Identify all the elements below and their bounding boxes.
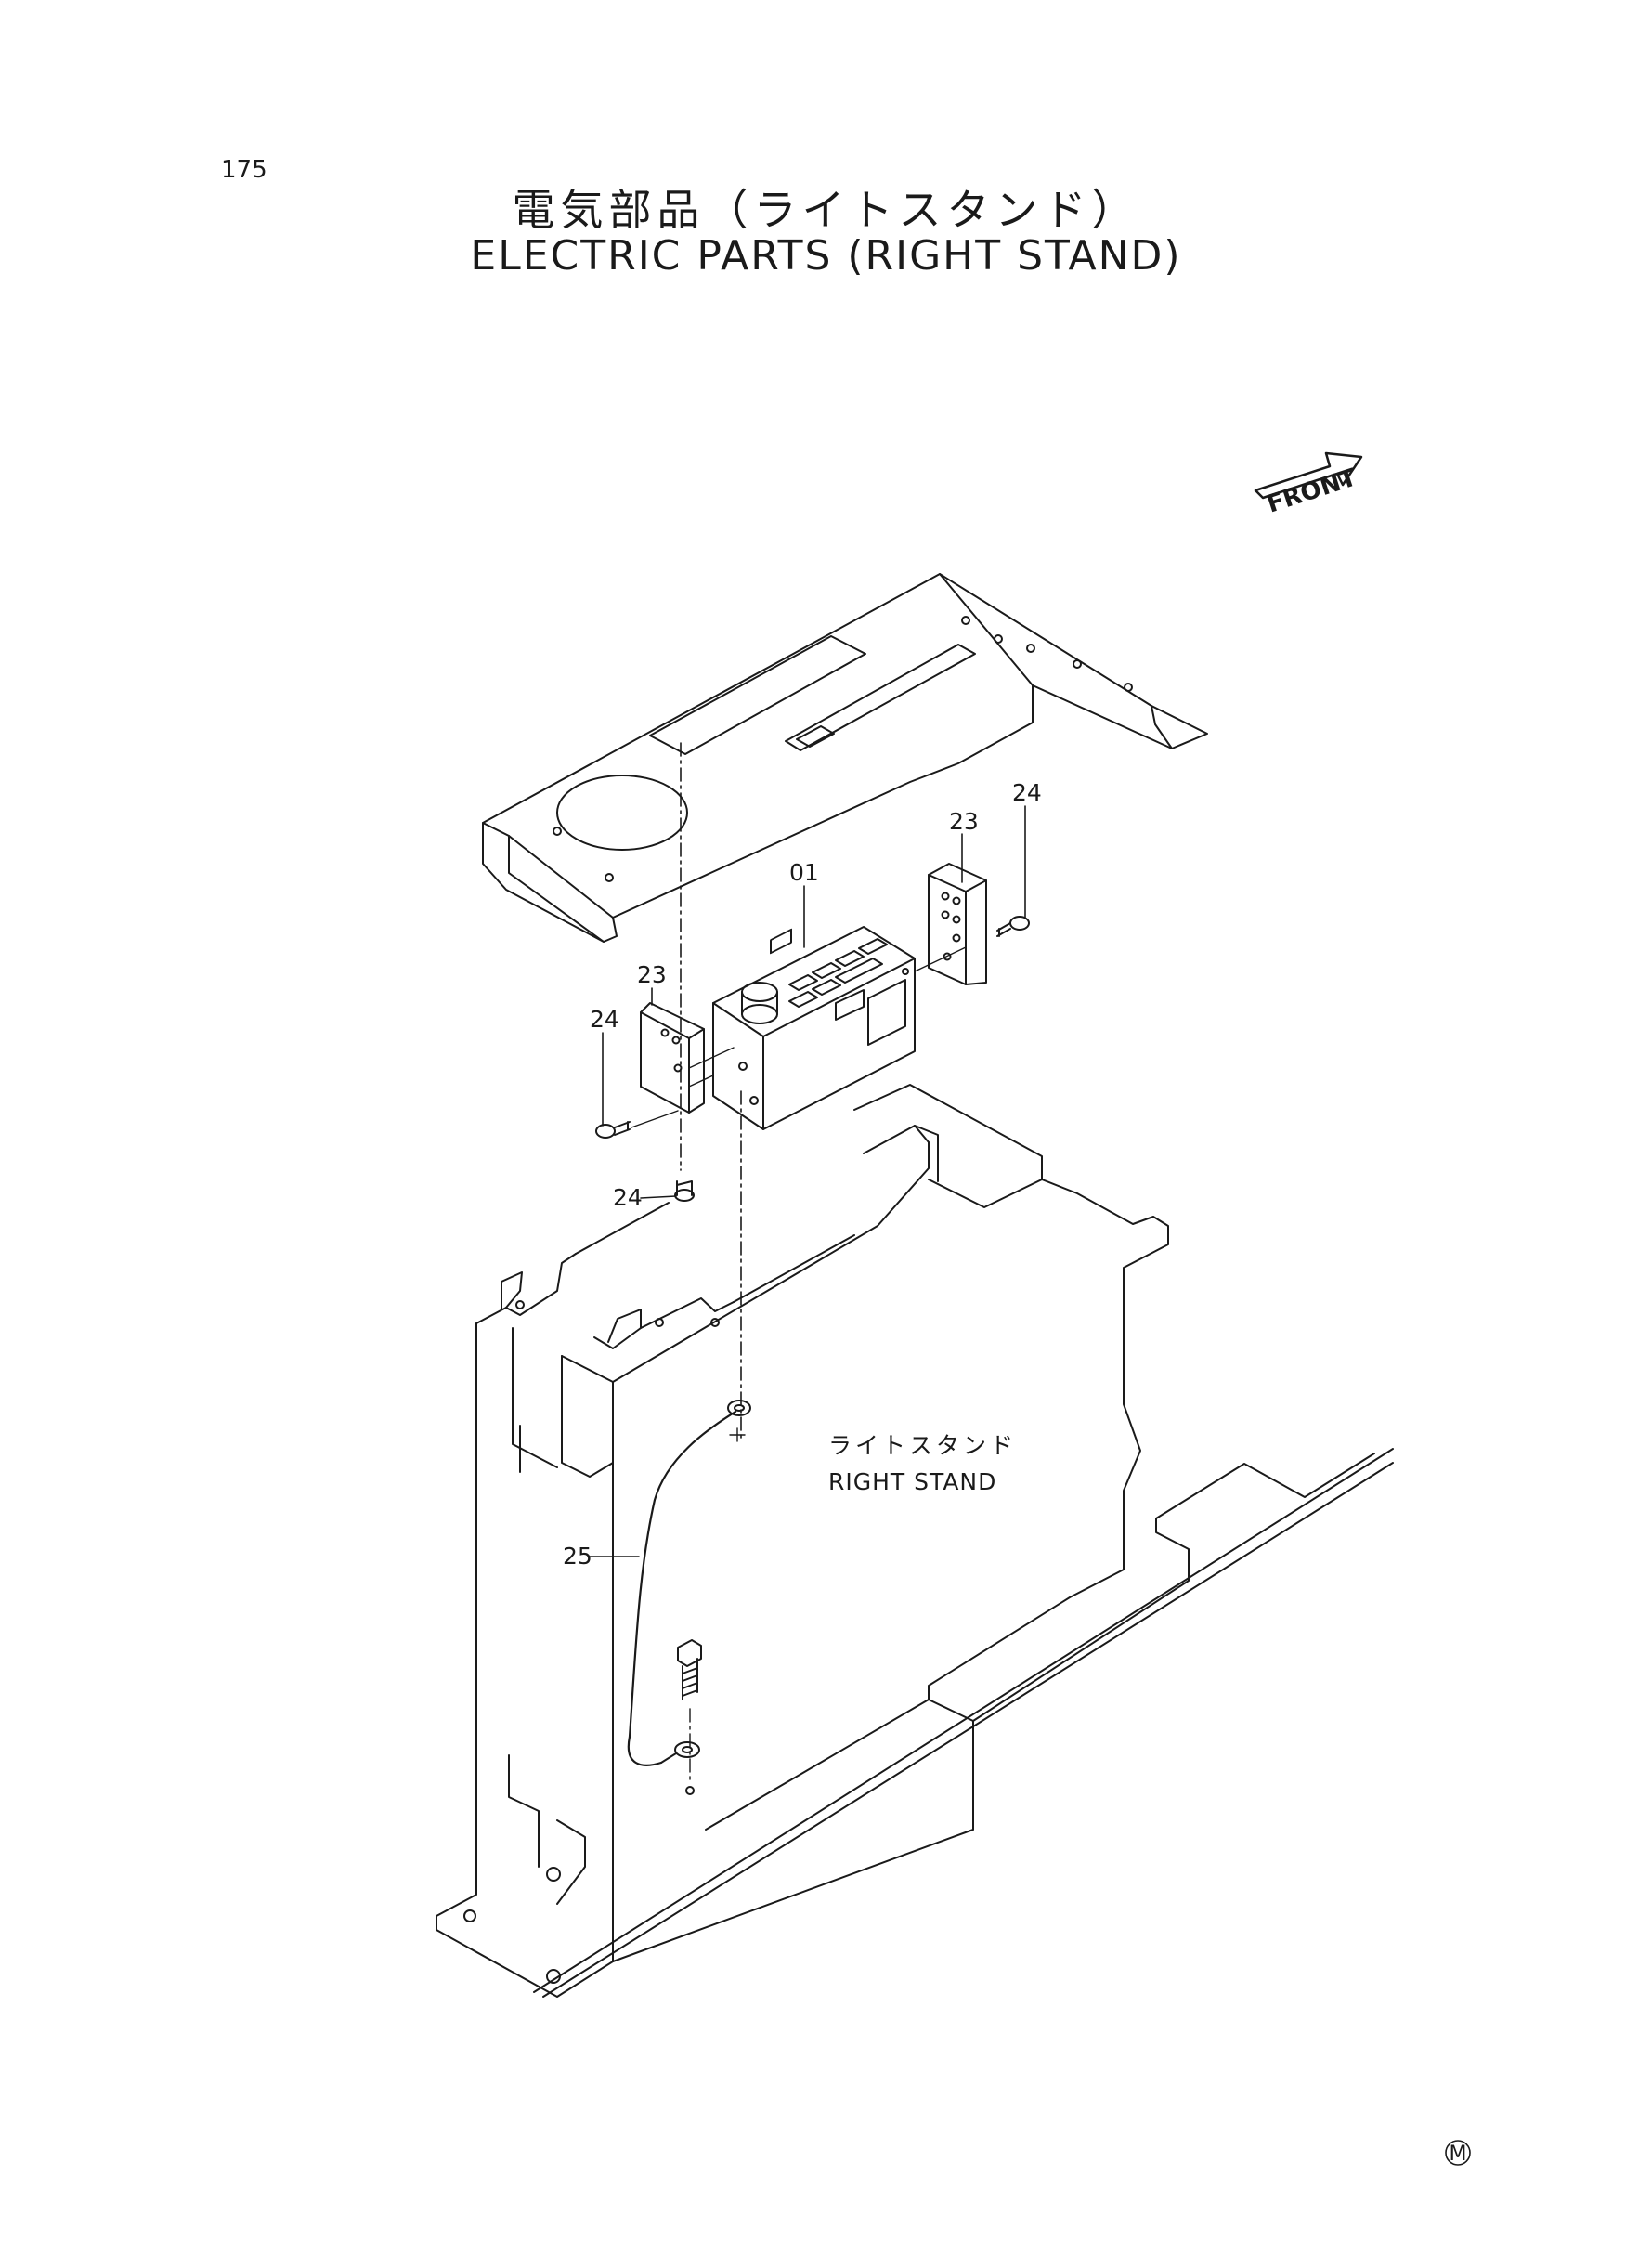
left-screw-icon (595, 1110, 679, 1139)
callout-23-left: 23 (637, 961, 667, 988)
circled-m-letter: M (1450, 2143, 1467, 2166)
callout-24-bottom: 24 (613, 1184, 643, 1211)
ground-wire-harness (627, 1400, 751, 1766)
page-title-english: ELECTRIC PARTS (RIGHT STAND) (470, 232, 1182, 280)
stand-label-english: RIGHT STAND (828, 1468, 996, 1495)
callout-23-right: 23 (949, 808, 979, 835)
page-number: 175 (221, 156, 267, 184)
electric-unit (712, 926, 916, 1130)
circled-m-mark: M (1445, 2140, 1471, 2166)
right-screw-icon (996, 916, 1030, 937)
page-title-japanese: 電気部品（ライトスタンド） (512, 185, 1140, 235)
upper-mounting-plate (482, 573, 1208, 943)
left-bracket (640, 1002, 735, 1114)
ground-bolt-icon (677, 1639, 702, 1795)
right-bracket (914, 863, 987, 985)
stand-label-japanese: ライトスタンド (828, 1432, 1017, 1459)
front-arrow-icon: FRONT (1254, 451, 1363, 519)
callout-24-left: 24 (590, 1006, 619, 1033)
floor-outline (533, 1448, 1394, 1998)
bottom-screw-icon (674, 1180, 695, 1202)
callout-24-right: 24 (1012, 779, 1042, 806)
callout-25: 25 (563, 1543, 592, 1570)
callout-01: 01 (789, 859, 819, 886)
right-stand-body (436, 1084, 1169, 1998)
